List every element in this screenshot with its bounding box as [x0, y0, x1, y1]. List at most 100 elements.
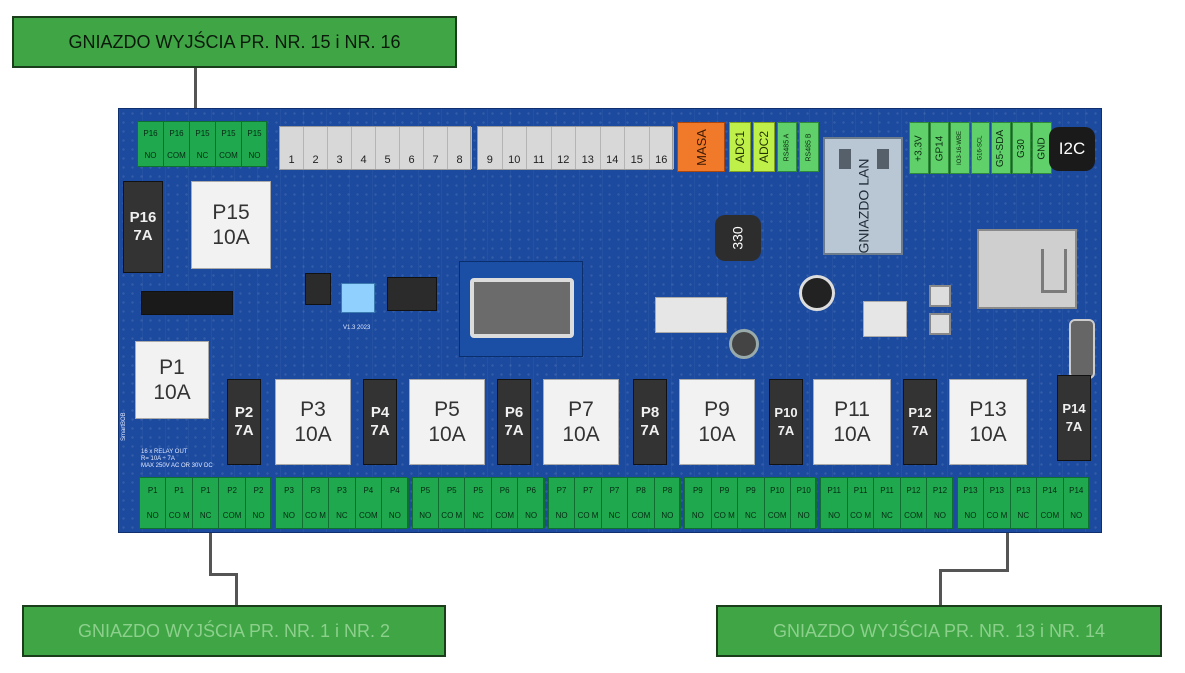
terminal-number: P11 — [853, 486, 868, 495]
adc2-block: ADC2 — [753, 122, 775, 172]
input-pin[interactable]: 13 — [576, 127, 601, 169]
leader-top — [194, 68, 197, 126]
leader-bottom-left — [209, 533, 212, 575]
input-pin-label: 7 — [432, 154, 439, 166]
input-pin[interactable]: 7 — [424, 127, 448, 169]
boot-button[interactable] — [929, 313, 951, 335]
terminal-role: CO M — [713, 511, 735, 520]
terminal-role: NC — [1017, 511, 1030, 520]
reset-button[interactable] — [929, 285, 951, 307]
input-pin[interactable]: 4 — [352, 127, 376, 169]
input-pin[interactable]: 11 — [527, 127, 552, 169]
terminal-number: P1 — [147, 486, 158, 495]
gpio-pin[interactable]: IO3-16-WBE — [950, 122, 970, 174]
input-pin[interactable]: 9 — [478, 127, 503, 169]
terminal-number: P16 — [143, 128, 158, 138]
terminal-number: P5 — [473, 486, 484, 495]
fuse-block — [863, 301, 907, 337]
terminal-role: COM — [631, 511, 651, 520]
input-pin[interactable]: 10 — [503, 127, 527, 169]
terminal-role: NO — [252, 511, 265, 520]
gpio-pin[interactable]: G30 — [1011, 122, 1032, 174]
input-pin-label: 15 — [630, 154, 643, 166]
gpio-pin[interactable]: GP14 — [929, 122, 950, 174]
terminal-role: CO M — [986, 511, 1008, 520]
input-pin[interactable]: 8 — [448, 127, 472, 169]
input-pin-label: 4 — [360, 154, 367, 166]
leader-bottom-right — [1006, 533, 1009, 571]
terminal-role: NO — [661, 511, 674, 520]
terminal-role: COM — [1040, 511, 1060, 520]
input-pin[interactable]: 5 — [376, 127, 400, 169]
input-pin[interactable]: 6 — [400, 127, 424, 169]
input-pin[interactable]: 14 — [601, 127, 625, 169]
input-pin[interactable]: 1 — [280, 127, 304, 169]
gpio-pin[interactable]: +3.3V — [909, 122, 929, 174]
gpio-pin[interactable]: G16-SCL — [970, 122, 991, 174]
terminal-number: P1 — [200, 486, 211, 495]
terminal-number: P12 — [932, 486, 948, 495]
leader-bottom-left — [209, 573, 237, 576]
input-pin[interactable]: 2 — [304, 127, 328, 169]
gpio-pin[interactable]: G5-SDA — [991, 122, 1011, 174]
terminal-number: P15 — [221, 128, 236, 138]
input-pin[interactable]: 15 — [625, 127, 650, 169]
input-pin[interactable]: 3 — [328, 127, 352, 169]
i2c-connector: I2C — [1049, 127, 1095, 171]
terminal-role: COM — [495, 511, 514, 520]
terminal-number: P11 — [880, 486, 894, 495]
terminal-role: NO — [146, 511, 159, 520]
input-pin[interactable]: 12 — [552, 127, 576, 169]
gpio-label: GP14 — [933, 135, 945, 161]
wifi-module — [977, 229, 1077, 309]
input-pin[interactable]: 16 — [650, 127, 674, 169]
